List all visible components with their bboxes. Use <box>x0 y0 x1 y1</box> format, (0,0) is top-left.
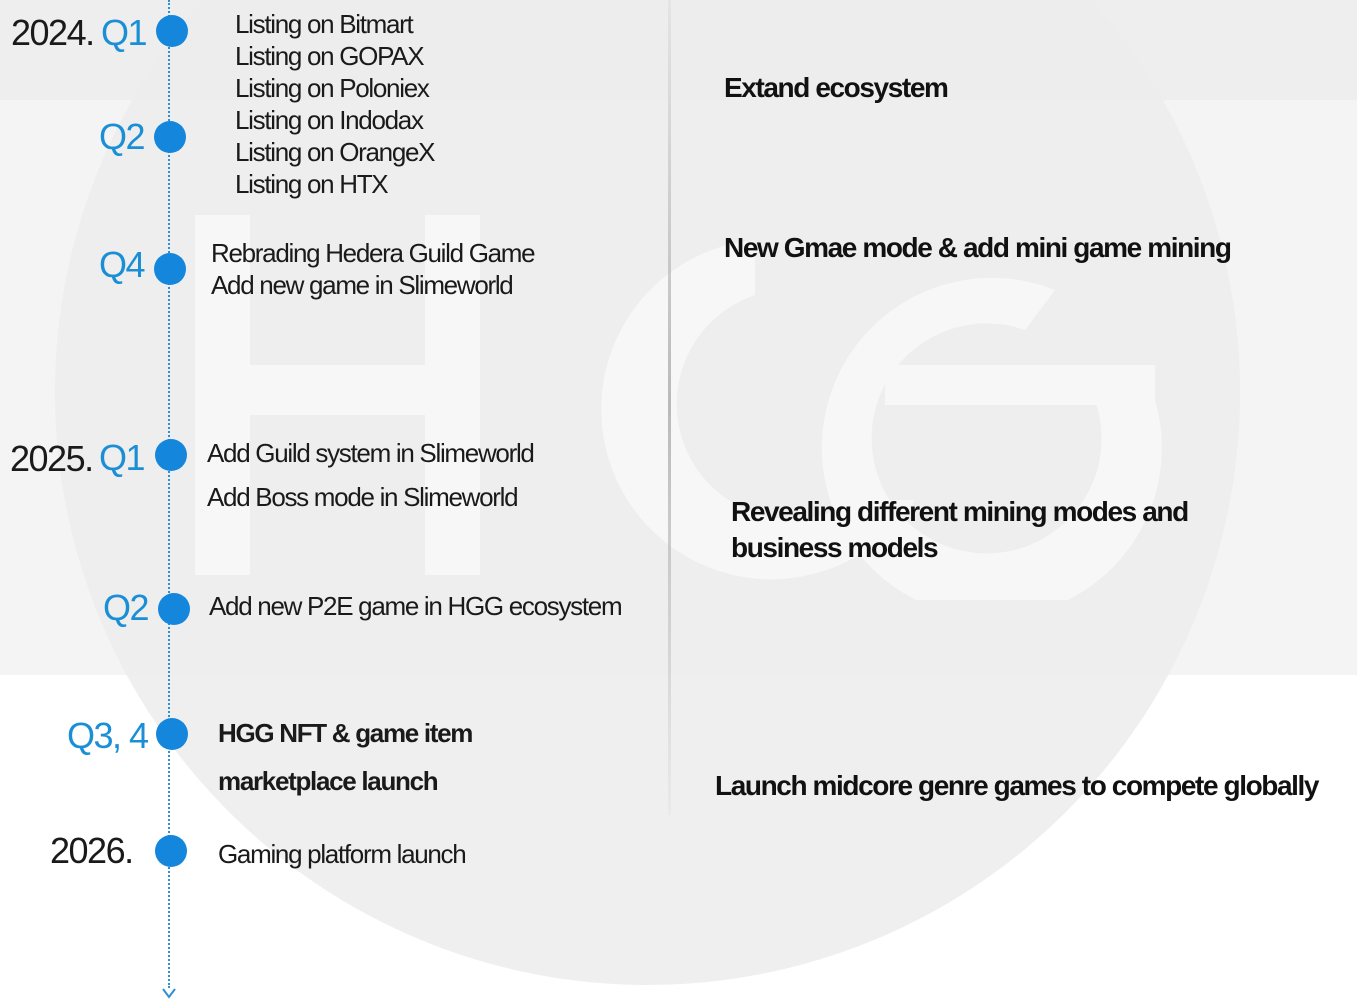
goal-text: Extand ecosystem <box>724 72 949 103</box>
milestone-item: Add Guild system in Slimeworld <box>207 438 535 468</box>
milestone-item: HGG NFT & game item <box>218 718 473 748</box>
column-divider <box>668 0 671 815</box>
milestone-item: Listing on Bitmart <box>235 9 414 39</box>
goal-text: Revealing different mining modes and <box>731 496 1189 527</box>
quarter-label-2024-q4: Q4 <box>99 244 146 285</box>
milestone-item: Listing on GOPAX <box>235 41 425 71</box>
milestone-item: Add Boss mode in Slimeworld <box>207 482 519 512</box>
watermark-logo <box>195 215 1162 600</box>
milestone-item: Add new P2E game in HGG ecosystem <box>209 591 623 621</box>
arrow-down-icon <box>162 988 176 999</box>
timeline-dot-2024-q1 <box>156 15 188 47</box>
timeline-dot-2025-q34 <box>156 718 188 750</box>
milestone-item: Add new game in Slimeworld <box>211 270 514 300</box>
milestone-item: Listing on Indodax <box>235 105 424 135</box>
quarter-label-2025-q1: Q1 <box>99 437 146 478</box>
timeline-axis <box>168 0 170 988</box>
milestone-item: Listing on HTX <box>235 169 389 199</box>
milestone-item: Gaming platform launch <box>218 839 467 869</box>
timeline-dot-2025-q1 <box>155 439 187 471</box>
milestone-item: Listing on OrangeX <box>235 137 435 167</box>
year-label-2025: 2025. <box>10 438 94 479</box>
milestone-item: Rebrading Hedera Guild Game <box>211 238 536 268</box>
goal-text: business models <box>731 532 939 563</box>
quarter-label-2025-q2: Q2 <box>103 587 150 628</box>
quarter-label-2025-q34: Q3, 4 <box>67 715 149 756</box>
milestone-item: marketplace launch <box>218 766 439 796</box>
timeline-dot-2024-q2 <box>154 121 186 153</box>
quarter-label-2024-q2: Q2 <box>99 116 146 157</box>
timeline-dot-2026 <box>155 835 187 867</box>
timeline-dot-2024-q4 <box>154 253 186 285</box>
goal-text: New Gmae mode & add mini game mining <box>724 232 1232 263</box>
milestone-item: Listing on Poloniex <box>235 73 430 103</box>
timeline-dot-2025-q2 <box>158 593 190 625</box>
year-label-2024: 2024. <box>11 12 95 53</box>
goal-text: Launch midcore genre games to compete gl… <box>715 770 1319 801</box>
year-label-2026: 2026. <box>50 830 134 871</box>
quarter-label-2024-q1: Q1 <box>101 12 148 53</box>
